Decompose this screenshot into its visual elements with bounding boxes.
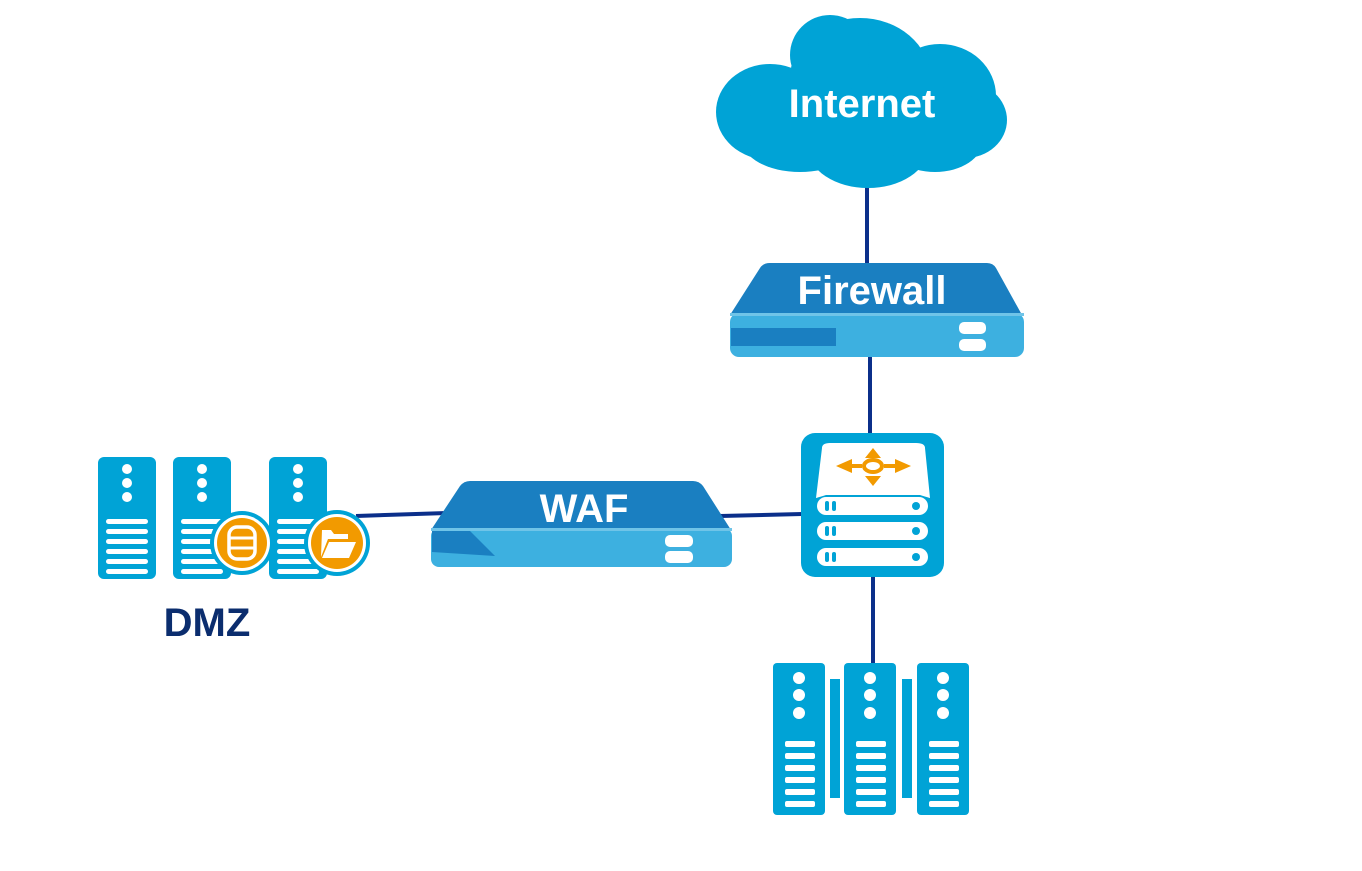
- cloud-icon: [716, 15, 1007, 188]
- server-connector: [902, 679, 912, 798]
- switch-node[interactable]: [801, 433, 944, 577]
- firewall-node[interactable]: Firewall: [730, 263, 1024, 357]
- database-icon: [210, 511, 274, 575]
- move-arrows-icon: [836, 448, 911, 486]
- waf-appliance-icon: [431, 481, 732, 567]
- internal-server-icon-1: [773, 663, 825, 815]
- dmz-server-icon-1: [98, 457, 156, 579]
- internet-label: Internet: [789, 82, 936, 126]
- internal-server-icon-2: [844, 663, 896, 815]
- link-switch-waf: [719, 512, 803, 518]
- internal-server-icon-3: [917, 663, 969, 815]
- dmz-node[interactable]: DMZ: [98, 457, 370, 645]
- firewall-appliance-icon: [730, 263, 1024, 357]
- link-waf-dmz: [355, 511, 448, 518]
- waf-label: WAF: [540, 487, 629, 531]
- waf-node[interactable]: WAF: [431, 481, 732, 567]
- server-connector: [830, 679, 840, 798]
- dmz-label: DMZ: [164, 601, 251, 645]
- internal-servers-node[interactable]: [773, 663, 969, 815]
- internet-node[interactable]: Internet: [716, 15, 1007, 188]
- folder-icon: [304, 510, 370, 576]
- rack-units: [817, 497, 928, 566]
- links: [355, 183, 875, 665]
- firewall-label: Firewall: [798, 269, 947, 313]
